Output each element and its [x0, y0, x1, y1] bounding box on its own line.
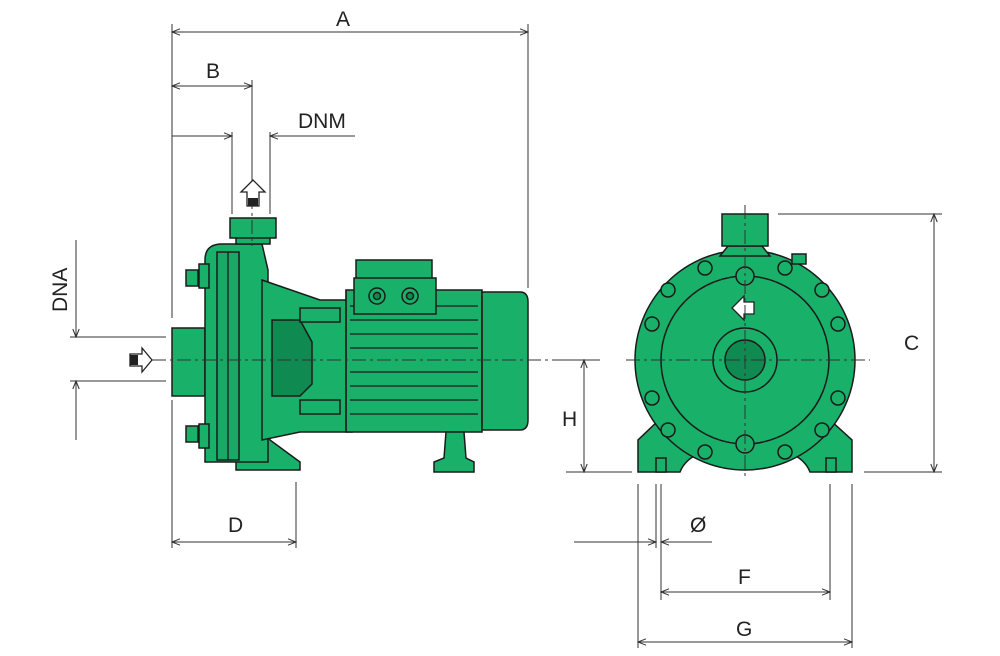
dimension-labels: A B DNM DNA D C H Ø F G: [49, 8, 919, 641]
label-g: G: [736, 618, 752, 641]
dimension-lines: [70, 24, 942, 648]
side-view: [129, 170, 580, 473]
label-dna: DNA: [49, 268, 72, 312]
label-dnm: DNM: [298, 110, 346, 133]
label-d: D: [228, 514, 243, 537]
label-a: A: [336, 8, 350, 31]
label-phi: Ø: [690, 514, 706, 537]
front-view: [626, 205, 870, 478]
label-f: F: [738, 566, 751, 589]
arrow-right-icon: [129, 346, 153, 374]
arrow-up-icon: [239, 179, 267, 207]
label-h: H: [562, 408, 577, 431]
arrow-left-icon: [731, 294, 755, 322]
label-b: B: [206, 60, 220, 83]
label-c: C: [904, 332, 919, 355]
